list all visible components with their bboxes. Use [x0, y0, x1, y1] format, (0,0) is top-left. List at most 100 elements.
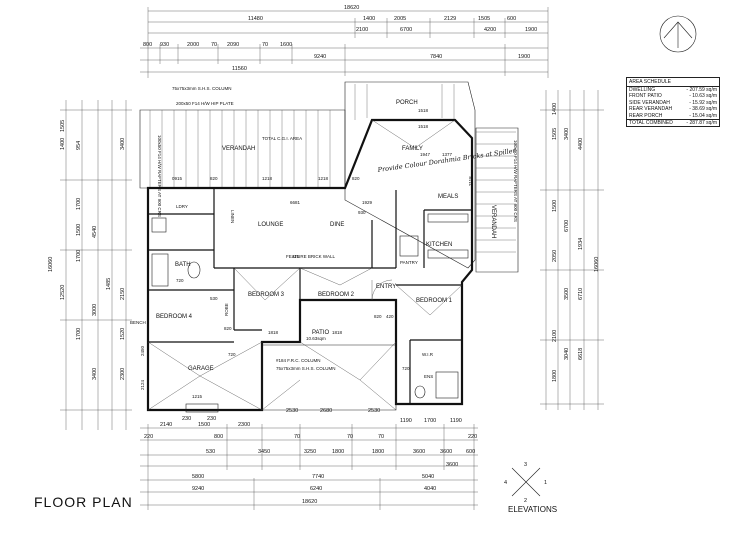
dim-label: 530	[206, 449, 215, 455]
dim-label: 2530	[368, 408, 380, 414]
dim-label: 7740	[312, 474, 324, 480]
dim-label: 16060	[48, 257, 54, 272]
area-row-label: SIDE VERANDAH	[629, 99, 670, 106]
room-lounge: LOUNGE	[258, 222, 283, 228]
area-row: REAR VERANDAH - 38.69 sq/m	[627, 106, 719, 112]
dim-label: 0915	[172, 176, 183, 181]
dim-label: 4540	[92, 226, 98, 238]
dim-label: 2100	[552, 330, 558, 342]
dim-label: 6240	[310, 486, 322, 492]
dim-label: 1400	[60, 138, 66, 150]
room-robe: ROBE	[224, 303, 229, 316]
elevation-label: ELEVATIONS	[508, 505, 558, 514]
dim-label: 12520	[60, 285, 66, 300]
dim-label: 70	[211, 42, 217, 48]
dim-label: 720	[228, 352, 236, 357]
dim-label: 4400	[578, 138, 584, 150]
dim-label: 1500	[198, 422, 210, 428]
dim-label: 2530	[286, 408, 298, 414]
top-dimension-lines	[140, 7, 549, 78]
area-row-value: - 15.04 sq/m	[689, 112, 717, 119]
area-total-value: - 287.87 sq/m	[686, 120, 717, 127]
dim-label: 1400	[363, 16, 375, 22]
area-total-label: TOTAL COMBINED	[629, 120, 673, 127]
area-row: REAR PORCH - 15.04 sq/m	[627, 113, 719, 119]
dim-label: 6700	[564, 220, 570, 232]
dim-label: 2090	[227, 42, 239, 48]
dim-label: 70	[294, 434, 300, 440]
dim-label: 220	[144, 434, 153, 440]
area-row-label: REAR PORCH	[629, 112, 663, 119]
interior-dimension-labels: 0915 820 1218 1218 820 1518 6681 1929 93…	[140, 124, 473, 399]
dim-label: 2118	[468, 176, 473, 186]
room-ldry: LDRY	[176, 204, 188, 209]
dim-label: 1505	[478, 16, 490, 22]
elevation-number: 2	[524, 498, 527, 504]
porch-roof	[344, 81, 519, 273]
left-dimension-labels: 1400 954 1505 3400 1700 1500 1700 4540 1…	[48, 120, 126, 380]
dim-label: 2450	[140, 345, 145, 356]
room-bedroom-3: BEDROOM 3	[248, 292, 285, 298]
area-row-value: - 10.63 sq/m	[689, 93, 717, 100]
area-schedule-header: AREA SCHEDULE	[627, 78, 719, 87]
dim-label: 18620	[344, 5, 359, 11]
dim-label: 110	[292, 254, 300, 259]
dim-label: 1818	[332, 330, 343, 335]
dim-label: 1700	[424, 418, 436, 424]
dim-label: 3450	[258, 449, 270, 455]
dim-label: 930	[160, 42, 169, 48]
room-garage: GARAGE	[188, 366, 214, 372]
right-dimension-lines	[540, 90, 604, 410]
dim-label: 1700	[76, 328, 82, 340]
dim-label: 1505	[60, 120, 66, 132]
dim-label: 1700	[76, 250, 82, 262]
dim-label: 1215	[192, 394, 203, 399]
dim-label: 530	[210, 296, 218, 301]
dim-label: 70	[378, 434, 384, 440]
dim-label: 930	[358, 210, 366, 215]
dim-label: 1900	[518, 54, 530, 60]
dim-label: 2100	[356, 27, 368, 33]
dim-label: 4200	[484, 27, 496, 33]
dim-label: 220	[468, 434, 477, 440]
signature-note: Provide Colour Dorahmia Bricks at Spille…	[376, 147, 517, 175]
dim-label: 1218	[262, 176, 273, 181]
dim-label: 3400	[564, 128, 570, 140]
dim-label: 820	[374, 314, 382, 319]
dim-label: 1505	[552, 128, 558, 140]
dim-label: 4040	[424, 486, 436, 492]
dim-label: 1485	[106, 278, 112, 290]
dim-label: 5800	[192, 474, 204, 480]
note-patio-area: 10.63sqm	[306, 336, 326, 341]
dim-label: 820	[210, 176, 218, 181]
dim-label: 2050	[552, 250, 558, 262]
dim-label: 1800	[332, 449, 344, 455]
dim-label: 1500	[76, 224, 82, 236]
dim-label: 3600	[413, 449, 425, 455]
bathroom-fixtures	[151, 217, 459, 399]
area-row: FRONT PATIO - 10.63 sq/m	[627, 93, 719, 99]
dim-label: 3500	[564, 288, 570, 300]
note-cgi: TOTAL C.G.I. AREA	[262, 136, 302, 141]
dim-label: 420	[386, 314, 394, 319]
bottom-dimension-labels: 2140 1500 2300 230 230 800 70 70 70 530 …	[144, 408, 477, 505]
dim-label: 1800	[372, 449, 384, 455]
room-entry: ENTRY	[376, 284, 396, 290]
dim-label: 1818	[268, 330, 279, 335]
dim-label: 2000	[187, 42, 199, 48]
interior-walls	[148, 188, 472, 404]
dim-label: 3400	[120, 138, 126, 150]
area-total-row: TOTAL COMBINED - 287.87 sq/m	[627, 119, 719, 126]
area-row: DWELLING - 207.59 sq/m	[627, 87, 719, 93]
note-family-dim2: 1377	[442, 152, 453, 157]
room-linen: LINEN	[230, 210, 235, 223]
room-patio: PATIO	[312, 330, 329, 336]
dim-label: 1900	[525, 27, 537, 33]
patio-outline	[261, 342, 397, 411]
dim-label: 3000	[92, 304, 98, 316]
room-family: FAMILY	[402, 146, 423, 152]
dim-label: 1700	[76, 198, 82, 210]
dim-label: 6710	[578, 288, 584, 300]
room-hip-lines	[147, 119, 463, 411]
room-bedroom-4: BEDROOM 4	[156, 314, 193, 320]
